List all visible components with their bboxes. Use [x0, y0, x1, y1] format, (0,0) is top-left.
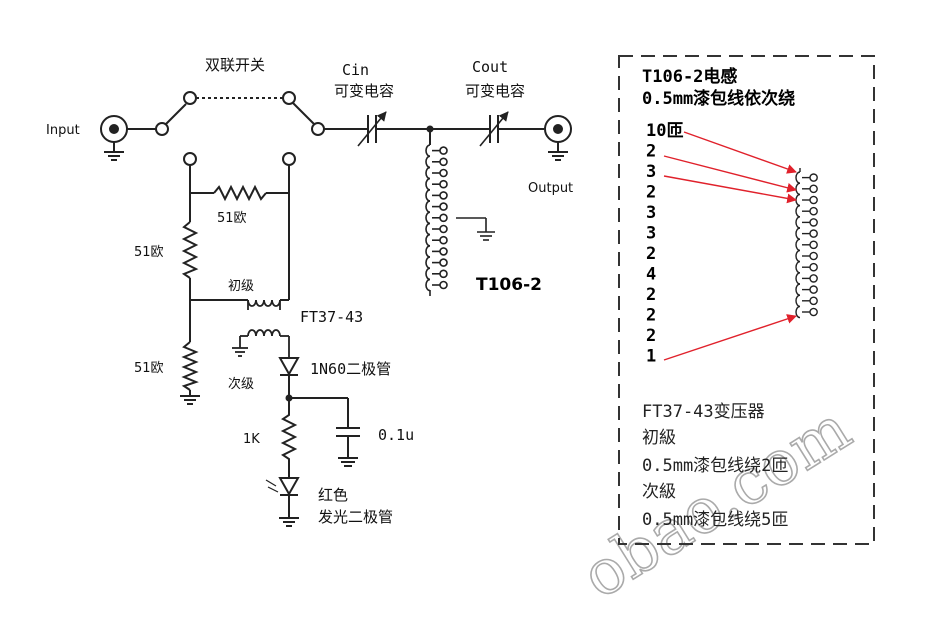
ground-bottom-resistor: [180, 395, 200, 405]
turn-arrow: [663, 314, 797, 361]
switch-label: 双联开关: [205, 56, 265, 74]
resistor-1k-label: 1K: [243, 432, 260, 447]
input-connector: [100, 115, 156, 161]
transformer-secondary: [232, 329, 290, 358]
transformer-label: FT37-43: [300, 308, 363, 326]
cin-label: Cin: [342, 61, 369, 79]
red-led: [265, 477, 300, 527]
double-switch: [155, 91, 325, 166]
turn-count: 2: [646, 306, 656, 326]
diode-label: 1N60二极管: [310, 360, 391, 378]
watermark: obao.com: [568, 391, 863, 614]
svg-text:obao.com: obao.com: [569, 391, 863, 612]
transformer-primary: [247, 299, 281, 310]
turn-count: 1: [646, 347, 656, 367]
input-label: Input: [46, 123, 80, 138]
secondary-label: 次级: [228, 376, 254, 392]
inductor-tap-ground: [456, 217, 495, 241]
resistor-bottom-label: 51欧: [134, 361, 164, 376]
notes-box: [618, 55, 875, 545]
inductor-label: T106-2: [476, 275, 542, 295]
turn-count: 4: [646, 265, 656, 285]
ft-primary-spec: 0.5mm漆包线绕2匝: [642, 456, 788, 476]
turn-arrows: [663, 131, 797, 361]
turn-count: 2: [646, 142, 656, 162]
diode-1n60: [278, 357, 300, 398]
resistor-top: [213, 184, 267, 202]
ft-secondary-spec: 0.5mm漆包线绕5匝: [642, 510, 788, 530]
turn-count: 2: [646, 285, 656, 305]
ft-title: FT37-43变压器: [642, 402, 765, 422]
resistor-1k: [280, 398, 298, 478]
turn-arrow: [663, 175, 797, 204]
cin-sublabel: 可变电容: [334, 82, 394, 100]
attenuator-wires: [189, 165, 290, 396]
turn-arrow: [663, 155, 797, 193]
cin-capacitor-arrow: [357, 111, 387, 147]
resistor-top-label: 51欧: [217, 211, 247, 226]
cout-label: Cout: [472, 58, 508, 76]
capacitor-label: 0.1u: [378, 426, 414, 444]
output-connector: [544, 115, 572, 161]
led-label-line1: 红色: [318, 486, 348, 504]
t106-inductor: [425, 129, 448, 296]
turn-count: 3: [646, 203, 656, 223]
cout-capacitor-arrow: [479, 111, 509, 147]
output-label: Output: [528, 181, 573, 196]
turn-count: 10匝: [646, 121, 683, 141]
ft-secondary: 次級: [642, 482, 676, 502]
capacitor-01u: [285, 394, 360, 467]
main-signal-line: [324, 115, 544, 143]
turn-count: 2: [646, 244, 656, 264]
turn-count: 2: [646, 183, 656, 203]
ft-primary: 初級: [642, 428, 676, 448]
resistor-bottom: [181, 341, 199, 391]
turn-count: 3: [646, 224, 656, 244]
primary-label: 初级: [228, 279, 254, 294]
turn-count: 2: [646, 326, 656, 346]
cout-sublabel: 可变电容: [465, 82, 525, 100]
turn-arrow: [683, 131, 797, 174]
resistor-left: [181, 221, 199, 279]
notes-title-1: T106-2电感: [642, 66, 737, 87]
notes-title-2: 0.5mm漆包线依次绕: [642, 88, 795, 109]
turn-count: 3: [646, 162, 656, 182]
notes-inductor: [795, 168, 818, 319]
resistor-left-label: 51欧: [134, 245, 164, 260]
led-label-line2: 发光二极管: [318, 508, 393, 526]
